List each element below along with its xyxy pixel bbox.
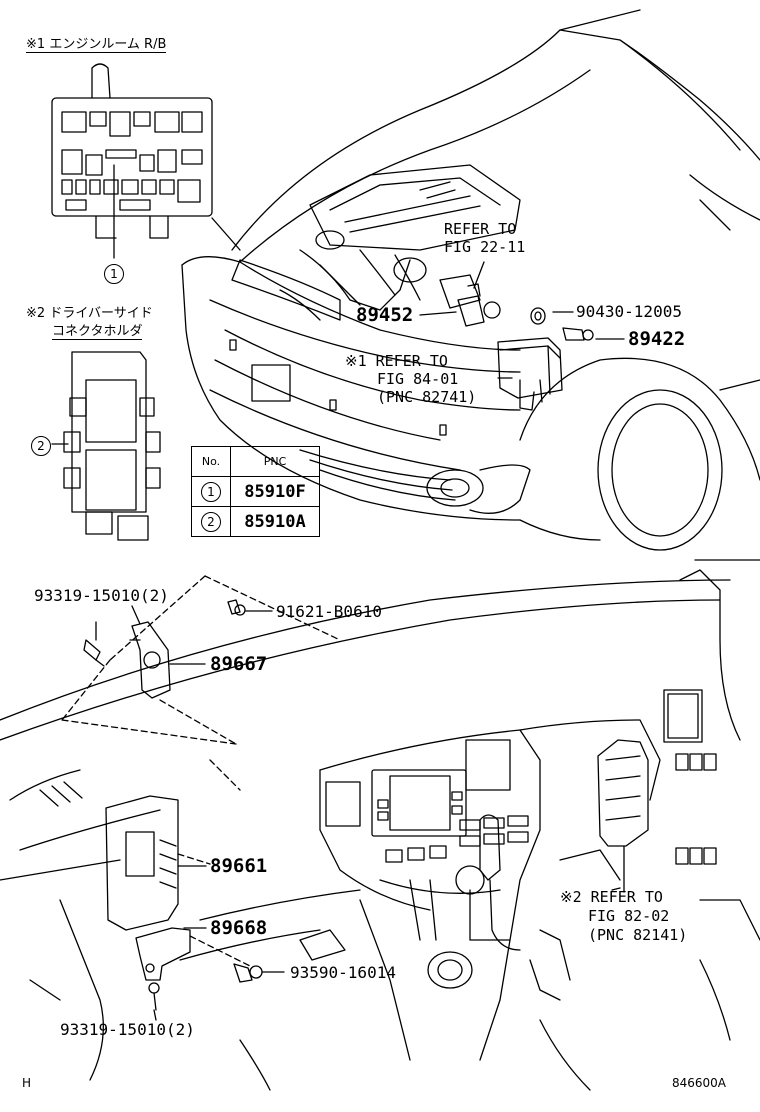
callout-1-circle: 1	[104, 264, 124, 284]
refer-84-01-line1: ※1 REFER TO	[345, 352, 448, 370]
part-90430-12005: 90430-12005	[576, 302, 682, 321]
refer-84-01-line2: FIG 84-01	[377, 370, 459, 388]
note1-label: ※1 エンジンルーム R/B	[26, 37, 167, 53]
engine-room-relay-block	[51, 63, 241, 259]
pnc-row-value: 85910F	[230, 476, 320, 507]
note2-mark: ※2	[26, 306, 46, 321]
engine-room-rb-label: エンジンルーム R/B	[49, 37, 167, 52]
pnc-row-no: 1	[201, 482, 221, 502]
pnc-table-row: 1 85910F	[191, 476, 320, 507]
part-93590-16014: 93590-16014	[290, 963, 396, 982]
refer-82-02-line3: (PNC 82141)	[588, 926, 688, 944]
pnc-table-header: No. PNC	[191, 446, 320, 477]
vehicle-front-illustration	[181, 9, 760, 551]
footer-left-code: H	[22, 1076, 32, 1090]
pnc-row-no: 2	[201, 512, 221, 532]
pnc-row-value: 85910A	[230, 506, 320, 537]
connector-holder-label: コネクタホルダ	[52, 324, 143, 340]
figure-id: 846600A	[672, 1076, 727, 1090]
refer-82-02-line2: FIG 82-02	[588, 907, 670, 925]
part-89667: 89667	[210, 653, 268, 675]
pnc-header-pnc: PNC	[230, 446, 320, 477]
part-89668: 89668	[210, 917, 268, 939]
callout-2-circle: 2	[31, 436, 51, 456]
refer-84-01-line3: (PNC 82741)	[377, 388, 477, 406]
refer-82-02-line1: ※2 REFER TO	[560, 888, 663, 906]
note1-mark: ※1	[26, 37, 46, 52]
note2-label-line1: ※2 ドライバーサイド	[26, 307, 153, 320]
part-93319-15010-top: 93319-15010(2)	[34, 586, 169, 605]
part-91621-b0610: 91621-B0610	[276, 602, 382, 621]
part-89661: 89661	[210, 855, 268, 877]
driver-side-connector-holder	[51, 351, 161, 541]
driver-side-label: ドライバーサイド	[49, 306, 153, 321]
pnc-header-no: No.	[191, 446, 231, 477]
part-89452: 89452	[356, 304, 414, 326]
pnc-table: No. PNC 1 85910F 2 85910A	[191, 446, 320, 537]
part-89422: 89422	[628, 328, 686, 350]
refer-22-11-line1: REFER TO	[444, 220, 517, 238]
part-93319-15010-bottom: 93319-15010(2)	[60, 1020, 195, 1039]
pnc-table-row: 2 85910A	[191, 506, 320, 537]
refer-22-11-line2: FIG 22-11	[444, 238, 526, 256]
dashboard-illustration	[0, 559, 760, 1091]
